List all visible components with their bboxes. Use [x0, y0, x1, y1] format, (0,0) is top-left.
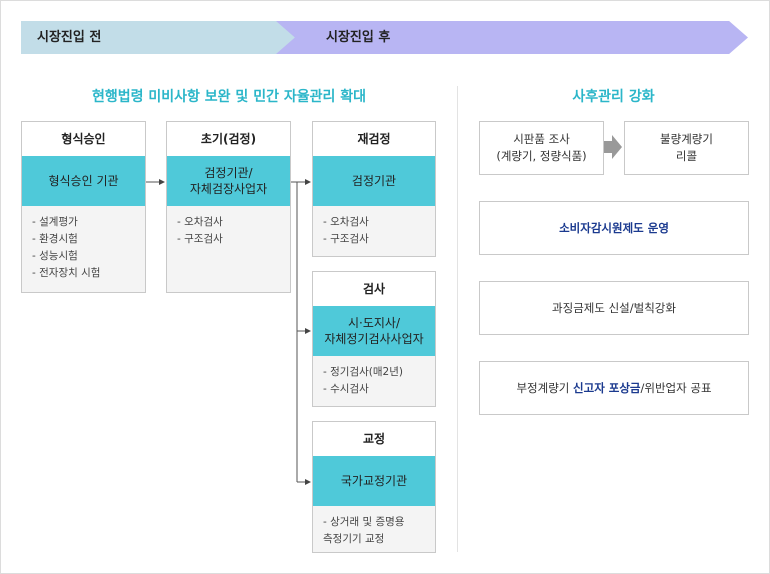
- list-item: - 전자장치 시험: [32, 267, 101, 279]
- list-item: - 오차검사: [323, 216, 369, 228]
- box-type-approval-items: - 설계평가 - 환경시험 - 성능시험 - 전자장치 시험: [22, 206, 145, 282]
- section-title-left: 현행법령 미비사항 보완 및 민간 자율관리 확대: [92, 89, 366, 105]
- phase-after-market: 시장진입 후: [276, 21, 748, 54]
- box-reverification: 재검정 검정기관 - 오차검사 - 구조검사: [312, 121, 436, 257]
- box-reverify-org: 검정기관: [313, 156, 435, 206]
- box-reverify-head: 재검정: [313, 122, 435, 156]
- consumer-monitor-text: 소비자감시원제도 운영: [559, 220, 669, 235]
- phase-before-market: 시장진입 전: [21, 21, 296, 54]
- reward-text-highlight: 신고자 포상금: [573, 380, 641, 395]
- box-calibration-org: 국가교정기관: [313, 456, 435, 506]
- box-initial-head: 초기(검정): [167, 122, 290, 156]
- box-consumer-monitor: 소비자감시원제도 운영: [479, 201, 749, 255]
- box-calibration-head: 교정: [313, 422, 435, 456]
- list-item: - 구조검사: [323, 233, 369, 245]
- box-type-approval-org: 형식승인 기관: [22, 156, 145, 206]
- box-inspection-items: - 정기검사(매2년) - 수시검사: [313, 356, 435, 398]
- list-item: - 성능시험: [32, 250, 78, 262]
- list-item: - 상거래 및 증명용 측정기기 교정: [323, 516, 405, 545]
- box-type-approval: 형식승인 형식승인 기관 - 설계평가 - 환경시험 - 성능시험 - 전자장치…: [21, 121, 146, 293]
- list-item: - 오차검사: [177, 216, 223, 228]
- list-item: - 환경시험: [32, 233, 78, 245]
- box-reverify-items: - 오차검사 - 구조검사: [313, 206, 435, 248]
- reward-text-post: /위반업자 공표: [640, 380, 712, 395]
- list-item: - 수시검사: [323, 383, 369, 395]
- box-initial-org: 검정기관/ 자체검장사업자: [167, 156, 290, 206]
- box-penalty: 과징금제도 신설/벌칙강화: [479, 281, 749, 335]
- box-inspection-head: 검사: [313, 272, 435, 306]
- box-initial-items: - 오차검사 - 구조검사: [167, 206, 290, 248]
- section-divider: [457, 86, 458, 552]
- box-type-approval-head: 형식승인: [22, 122, 145, 156]
- box-inspection-org: 시·도지사/ 자체정기검사사업자: [313, 306, 435, 356]
- box-initial-verification: 초기(검정) 검정기관/ 자체검장사업자 - 오차검사 - 구조검사: [166, 121, 291, 293]
- box-calibration: 교정 국가교정기관 - 상거래 및 증명용 측정기기 교정: [312, 421, 436, 553]
- arrow-survey-to-recall: [604, 135, 622, 159]
- list-item: - 설계평가: [32, 216, 78, 228]
- list-item: - 구조검사: [177, 233, 223, 245]
- box-inspection: 검사 시·도지사/ 자체정기검사사업자 - 정기검사(매2년) - 수시검사: [312, 271, 436, 407]
- box-recall: 불량계량기 리콜: [624, 121, 749, 175]
- box-calibration-items: - 상거래 및 증명용 측정기기 교정: [313, 506, 435, 548]
- box-reward: 부정계량기 신고자 포상금/위반업자 공표: [479, 361, 749, 415]
- section-title-right: 사후관리 강화: [572, 89, 655, 105]
- reward-text-pre: 부정계량기: [516, 380, 574, 395]
- list-item: - 정기검사(매2년): [323, 366, 403, 378]
- box-market-survey: 시판품 조사 (계량기, 정량식품): [479, 121, 604, 175]
